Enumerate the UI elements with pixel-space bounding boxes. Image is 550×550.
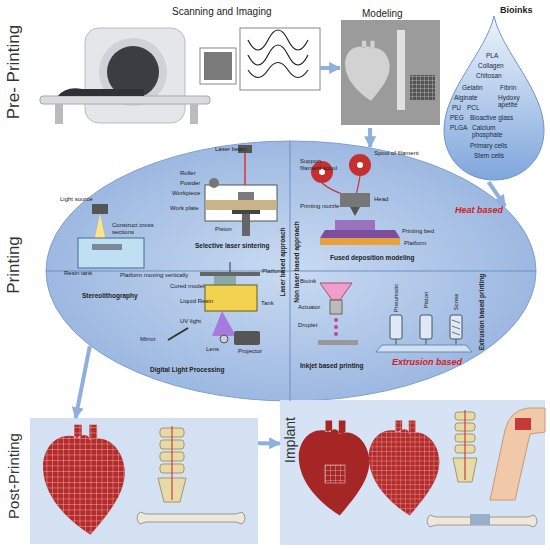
drop-outline [444, 16, 544, 180]
model-panel [341, 20, 440, 125]
node-text: Collagen [478, 62, 504, 69]
flow-arrow [368, 128, 372, 147]
flow-arrow [258, 441, 280, 445]
heart-model [345, 41, 390, 101]
node-heading: Scanning and Imaging [172, 6, 272, 17]
post-printing-box: Post-Printing [30, 418, 258, 544]
scan-image [200, 48, 236, 84]
flow-arrow [76, 346, 90, 418]
node-text: Stem cells [474, 152, 504, 159]
node-text: PU [452, 104, 461, 111]
mesh-model-grid [410, 75, 435, 100]
node-outline [45, 140, 537, 402]
scan-image-content [204, 52, 232, 80]
node-text: Gelatin [462, 84, 483, 91]
node-heading: Bioinks [500, 6, 533, 16]
node-text: Hydoxy apetite [498, 94, 532, 108]
node-heading: Printing [5, 236, 24, 294]
node-text: PEG [450, 114, 464, 121]
patient [58, 88, 144, 96]
bed-leg [55, 104, 63, 124]
node-text: PLA [486, 52, 498, 59]
mri-housing [85, 28, 185, 123]
node-text: Chitosan [476, 72, 502, 79]
implant-box: Implant [280, 400, 545, 545]
node-text: PCL [467, 104, 480, 111]
printing-ellipse: Printing [45, 140, 537, 402]
node-text: Fibrin [500, 84, 516, 91]
ellipse-outline [46, 141, 536, 401]
node-heading: Implant [283, 417, 298, 463]
node-text: Primary cells [470, 142, 507, 149]
node-heading: Post-Printing [6, 433, 23, 519]
part-label: Pre- Printing [5, 25, 24, 119]
node-heading: Modeling [362, 8, 403, 19]
mesh-model [410, 75, 435, 100]
scan-panel: Scanning and Imaging [40, 3, 320, 133]
bed-leg [190, 104, 198, 124]
bioink-drop: BioinksPLA CollagenChitosanGelatin FibrinA… [440, 2, 548, 182]
scan-contours [248, 30, 308, 78]
node-text: Calcium phosphate [472, 124, 512, 138]
node-text: PLGA [450, 124, 467, 131]
node-text: Bioactive glass [470, 114, 513, 121]
mri-bed [40, 96, 210, 104]
modeling-panel: Modeling [340, 8, 440, 128]
mri-bore [107, 46, 159, 98]
spine-model [397, 30, 405, 110]
node-text: Alginate [454, 94, 478, 101]
mri-ring [99, 38, 167, 106]
scan-window [240, 28, 320, 90]
flow-arrow [320, 66, 340, 70]
